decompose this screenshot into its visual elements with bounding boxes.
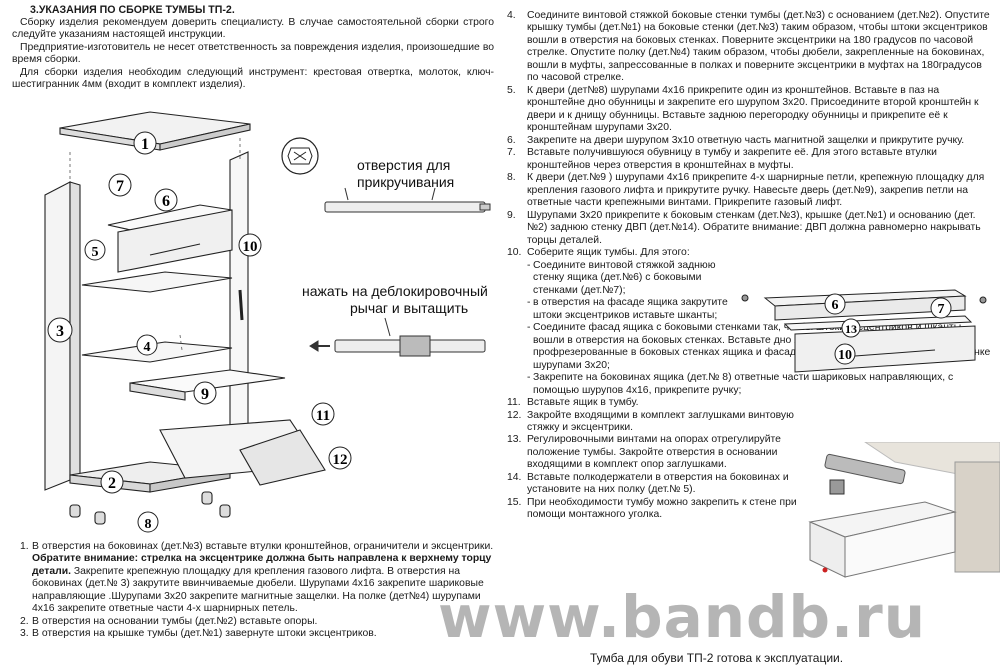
assembly-diagram: 1 7 6 10 5 3 4 9 11 12 2 8 отверстия для…: [44, 111, 491, 533]
part-label-6: 6: [162, 193, 170, 210]
step-1: 1. В отверстия на боковинах (дет.№3) вст…: [20, 541, 500, 616]
step-10-sub-4: -Закрепите на боковинах ящика (дет.№ 8) …: [527, 372, 954, 396]
intro-block: 3.УКАЗАНИЯ ПО СБОРКЕ ТУМБЫ ТП-2. Сборку …: [12, 4, 494, 92]
site-watermark: www.bandb.ru: [438, 583, 926, 651]
step-13: 13. Регулировочными винтами на опорах отр…: [507, 434, 797, 471]
step-5-text: К двери (дет№8) шурупами 4х16 прикрепите…: [527, 84, 979, 134]
callout-holes-line1: отверстия для: [357, 157, 450, 173]
part-label-10: 10: [243, 239, 258, 255]
intro-paragraph-3: Для сборки изделия необходим следующий и…: [12, 66, 494, 91]
step-11-num: 11.: [507, 397, 521, 409]
part-10-drawer-front: [117, 209, 233, 273]
step-10-sub-3-text: Соедините фасад ящика с боковыми стенкам…: [533, 322, 991, 371]
steps-right-list: 4. Соедините винтовой стяжкой боковые сте…: [507, 10, 993, 522]
step-1-bold: Обратите внимание: стрелка на эксцентрик…: [32, 553, 492, 577]
step-8-text: К двери (дет.№9 ) шурупами 4х16 прикрепи…: [527, 172, 985, 209]
step-5: 5. К двери (дет№8) шурупами 4х16 прикрепи…: [507, 85, 993, 135]
step-12-num: 12.: [507, 409, 522, 421]
part-5-shelf: [81, 271, 233, 293]
part-label-7: 7: [116, 178, 124, 195]
step-2: 2. В отверстия на основании тумбы (дет.№…: [20, 616, 500, 628]
part-label-8: 8: [145, 517, 152, 532]
drawer-part-label-6: 6: [832, 298, 839, 313]
intro-paragraph-1: Сборку изделия рекомендуем доверить спец…: [12, 16, 494, 41]
drawer-part-label-13: 13: [845, 322, 857, 336]
step-4: 4. Соедините винтовой стяжкой боковые сте…: [507, 10, 993, 85]
step-10-sub-4-text: Закрепите на боковинах ящика (дет.№ 8) о…: [533, 372, 954, 396]
step-2-num: 2.: [20, 615, 29, 627]
material-icon: [281, 137, 319, 175]
step-4-text: Соедините винтовой стяжкой боковые стенк…: [527, 10, 990, 84]
part-label-1: 1: [141, 136, 149, 153]
part-label-3: 3: [56, 323, 64, 340]
step-1-num: 1.: [20, 541, 29, 552]
step-10-sub-3: -Соедините фасад ящика с боковыми стенка…: [527, 322, 991, 371]
step-5-num: 5.: [507, 84, 516, 96]
step-13-text: Регулировочными винтами на опорах отрегу…: [527, 434, 781, 471]
step-7: 7. Вставьте получившуюся обувницу в тумбу…: [507, 147, 993, 172]
step-9-num: 9.: [507, 209, 516, 221]
step-10-sub-1-text: Соедините винтовой стяжкой заднюю стенку…: [533, 259, 716, 296]
step-10-num: 10.: [507, 247, 522, 259]
part-label-11: 11: [316, 408, 330, 424]
step-1-text2: Закрепите крепежную площадку для креплен…: [32, 565, 484, 615]
drawer-part-label-7: 7: [938, 302, 945, 317]
step-15-num: 15.: [507, 496, 522, 508]
step-13-num: 13.: [507, 434, 522, 446]
step-9: 9. Шурупами 3х20 прикрепите к боковым сте…: [507, 210, 993, 247]
drawer-diagram: 6 7 13 10: [741, 289, 987, 373]
lever-rail-icon: [309, 317, 486, 357]
drawer-photo: [805, 442, 1000, 592]
step-10: 10. Соберите ящик тумбы. Для этого:: [507, 247, 993, 259]
part-label-5: 5: [92, 245, 99, 260]
step-6: 6. Закрепите на двери шурупом 3х10 ответн…: [507, 135, 993, 147]
final-statement: Тумба для обуви ТП-2 готова к эксплуатац…: [590, 651, 844, 665]
step-14-text: Вставьте полкодержатели в отверстия на б…: [527, 471, 789, 496]
callout-lever-line1: нажать на деблокировочный: [302, 283, 488, 299]
step-4-num: 4.: [507, 10, 516, 21]
steps-left-list: 1. В отверстия на боковинах (дет.№3) вст…: [20, 541, 500, 641]
step-7-text: Вставьте получившуюся обувницу в тумбу и…: [527, 147, 937, 171]
part-label-2: 2: [108, 475, 116, 492]
part-label-9: 9: [201, 386, 209, 403]
step-10-text: Соберите ящик тумбы. Для этого:: [527, 247, 690, 259]
step-7-num: 7.: [507, 147, 516, 159]
step-6-num: 6.: [507, 134, 516, 146]
callout-lever-line2: рычаг и вытащить: [350, 300, 468, 316]
step-9-text: Шурупами 3х20 прикрепите к боковым стенк…: [527, 209, 981, 246]
step-14-num: 14.: [507, 471, 522, 483]
step-8: 8. К двери (дет.№9 ) шурупами 4х16 прикре…: [507, 172, 993, 209]
step-15: 15. При необходимости тумбу можно закрепи…: [507, 497, 797, 522]
intro-paragraph-2: Предприятие-изготовитель не несет ответс…: [12, 41, 494, 66]
step-12-text: Закройте входящими в комплект заглушками…: [527, 409, 794, 433]
step-1-text: В отверстия на боковинах (дет.№3) вставь…: [32, 541, 494, 552]
step-10-sub-2-text: в отверстия на фасаде ящика закрутите шт…: [533, 297, 728, 321]
step-11-text: Вставьте ящик в тумбу.: [527, 397, 639, 409]
step-8-num: 8.: [507, 172, 516, 184]
step-14: 14. Вставьте полкодержатели в отверстия н…: [507, 472, 797, 497]
step-10-sub-2: -в отверстия на фасаде ящика закрутите ш…: [527, 297, 728, 321]
step-15-text: При необходимости тумбу можно закрепить …: [527, 496, 797, 521]
step-11: 11. Вставьте ящик в тумбу.: [507, 397, 993, 409]
step-10-sub-1: -Соедините винтовой стяжкой заднюю стенк…: [527, 259, 716, 296]
part-12-bracket: [239, 429, 326, 486]
drawer-part-label-10: 10: [838, 348, 852, 363]
part-label-12: 12: [333, 452, 348, 468]
runner-rail-icon: [324, 187, 491, 213]
step-6-text: Закрепите на двери шурупом 3х10 ответную…: [527, 134, 965, 146]
step-3-num: 3.: [20, 628, 29, 640]
callout-holes-line2: прикручивания: [357, 174, 454, 190]
step-3: 3. В отверстия на крышке тумбы (дет.№1) …: [20, 628, 500, 640]
step-2-text: В отверстия на основании тумбы (дет.№2) …: [32, 615, 318, 627]
step-3-text: В отверстия на крышке тумбы (дет.№1) зав…: [32, 628, 377, 640]
page-title: 3.УКАЗАНИЯ ПО СБОРКЕ ТУМБЫ ТП-2.: [30, 4, 235, 16]
step-12: 12. Закройте входящими в комплект заглушк…: [507, 410, 797, 435]
part-label-4: 4: [144, 340, 151, 355]
